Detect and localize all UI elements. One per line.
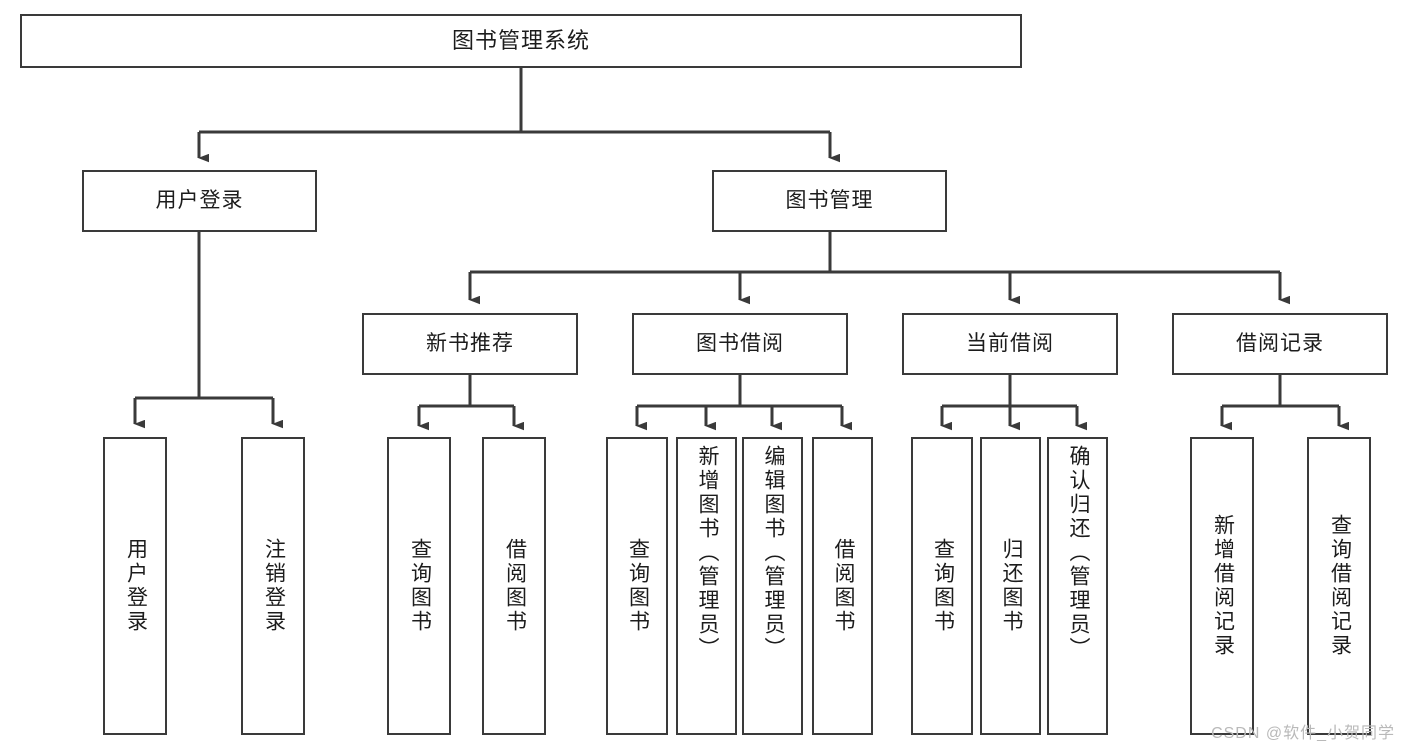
leaf-query-book-borrow[interactable]: 查询图书 [606,437,668,735]
node-label: 当前借阅 [966,331,1054,355]
node-label: 图书管理 [785,188,874,212]
node-label: 图书借阅 [696,331,784,355]
node-user-login[interactable]: 用户登录 [82,170,317,232]
leaf-query-book-newbook[interactable]: 查询图书 [387,437,451,735]
node-label: 归还图书 [999,538,1023,634]
node-borrow-record[interactable]: 借阅记录 [1172,313,1388,375]
leaf-edit-book-admin[interactable]: 编辑图书（管理员） [742,437,803,735]
node-label: 新增借阅记录 [1211,514,1235,658]
node-root-system[interactable]: 图书管理系统 [20,14,1022,68]
node-label: 用户登录 [155,188,244,212]
node-book-borrow[interactable]: 图书借阅 [632,313,848,375]
node-label: 借阅图书 [831,538,855,634]
leaf-confirm-return-admin[interactable]: 确认归还（管理员） [1047,437,1108,735]
node-label: 查询图书 [931,538,955,634]
node-label: 借阅图书 [503,538,527,634]
leaf-query-borrow-record[interactable]: 查询借阅记录 [1307,437,1371,735]
node-current-borrow[interactable]: 当前借阅 [902,313,1118,375]
node-label: 新增图书（管理员） [695,445,719,661]
leaf-borrow-book[interactable]: 借阅图书 [812,437,873,735]
leaf-logout[interactable]: 注销登录 [241,437,305,735]
leaf-borrow-book-newbook[interactable]: 借阅图书 [482,437,546,735]
leaf-add-borrow-record[interactable]: 新增借阅记录 [1190,437,1254,735]
node-new-book-recommend[interactable]: 新书推荐 [362,313,578,375]
node-label: 查询借阅记录 [1328,514,1352,658]
node-label: 查询图书 [626,538,650,634]
node-label: 查询图书 [408,538,432,634]
node-label: 确认归还（管理员） [1066,445,1090,661]
leaf-user-login[interactable]: 用户登录 [103,437,167,735]
node-label: 编辑图书（管理员） [761,445,785,661]
node-label: 用户登录 [124,538,148,634]
node-book-management[interactable]: 图书管理 [712,170,947,232]
node-label: 借阅记录 [1236,331,1324,355]
node-label: 注销登录 [262,538,286,634]
leaf-query-book-current[interactable]: 查询图书 [911,437,973,735]
leaf-add-book-admin[interactable]: 新增图书（管理员） [676,437,737,735]
node-label: 新书推荐 [426,331,514,355]
node-label: 图书管理系统 [451,28,590,54]
leaf-return-book[interactable]: 归还图书 [980,437,1041,735]
